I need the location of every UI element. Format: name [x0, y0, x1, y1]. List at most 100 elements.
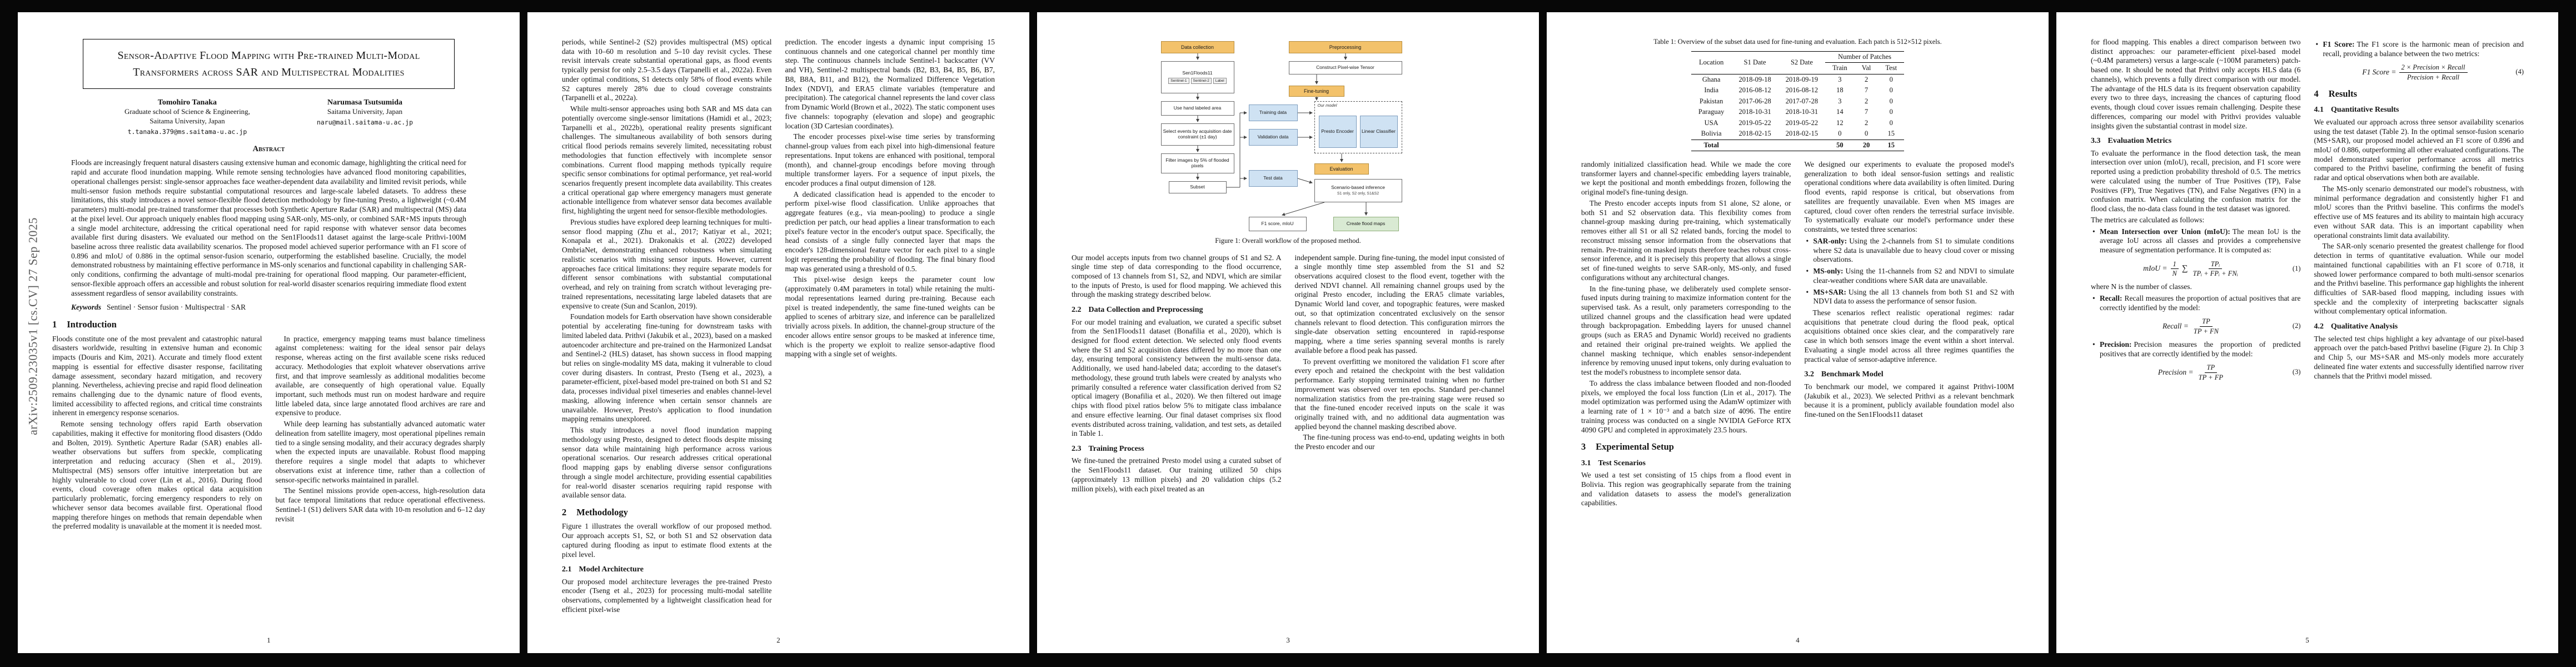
- author-2: Narumasa Tsutsumida Saitama University, …: [317, 98, 413, 136]
- cell: Ghana: [1702, 75, 1721, 83]
- cell: 0: [1838, 130, 1842, 137]
- cell: 2019-05-22: [1738, 118, 1771, 127]
- body-paragraph: To evaluate the performance in the flood…: [2091, 148, 2301, 213]
- flowchart-box-construct-tensor: Construct Pixel-wise Tensor: [1288, 61, 1402, 74]
- abstract-text: Floods are increasingly frequent natural…: [71, 158, 466, 297]
- flowchart-box-linear-classifier: Linear Classifier: [1359, 116, 1398, 148]
- flowchart-box-fine-tuning: Fine-tuning: [1288, 86, 1344, 97]
- cell: 2017-06-28: [1738, 97, 1771, 105]
- scenario-bullet-ms-sar: MS+SAR:Using the all 13 channels from bo…: [1805, 288, 2014, 306]
- page-number: 4: [1796, 635, 1800, 644]
- column-header: Val: [1854, 62, 1879, 74]
- body-paragraph: The Sentinel missions provide open-acces…: [275, 486, 486, 523]
- body-paragraph: We evaluated our approach across three s…: [2314, 117, 2524, 182]
- body-paragraph: The SAR-only scenario presented the grea…: [2314, 242, 2524, 316]
- two-column-text: randomly initialized classification head…: [1581, 160, 2014, 510]
- body-paragraph: The selected test chips highlight a key …: [2314, 334, 2524, 380]
- cell: 14: [1836, 108, 1843, 116]
- author-name: Tomohiro Tanaka: [157, 98, 217, 107]
- flowchart-label: Sen1Floods11: [1182, 69, 1213, 76]
- paper-page-2: periods, while Sentinel-2 (S2) provides …: [527, 12, 1029, 653]
- author-affiliation: Graduate school of Science & Engineering…: [124, 107, 250, 116]
- page-number: 1: [267, 635, 271, 644]
- body-paragraph: Our model accepts inputs from two channe…: [1072, 253, 1282, 299]
- flowchart-box-validation-data: Validation data: [1248, 129, 1298, 146]
- cell: 0: [1889, 75, 1893, 83]
- two-column-text: for flood mapping. This enables a direct…: [2091, 38, 2524, 386]
- table-1: Location S1 Date S2 Date Number of Patch…: [1691, 51, 1905, 152]
- body-paragraph: Floods constitute one of the most preval…: [52, 334, 262, 417]
- flowchart-box-presto-encoder: Presto Encoder: [1318, 116, 1357, 148]
- abstract-heading: Abstract: [252, 145, 285, 154]
- flowchart-box-evaluation: Evaluation: [1314, 163, 1369, 175]
- cell: 0: [1889, 118, 1893, 127]
- paper-page-3: Data collection Preprocessing Sen1Floods…: [1037, 12, 1539, 653]
- paper-page-5: for flood mapping. This enables a direct…: [2056, 12, 2558, 653]
- flowchart-box-select-events: Select events by acquisition date constr…: [1160, 123, 1234, 146]
- cell: 0: [1889, 97, 1893, 105]
- flowchart-box-filter-images: Filter images by 5% of flooded pixels: [1160, 153, 1234, 173]
- body-paragraph: The MS-only scenario demonstrated our mo…: [2314, 184, 2524, 240]
- flowchart-label: Our model: [1317, 103, 1337, 108]
- text-column-right: F1 Score:The F1 score is the harmonic me…: [2314, 38, 2524, 386]
- cell: 3: [1838, 75, 1842, 83]
- flowchart-box-create-flood-maps: Create flood maps: [1333, 217, 1399, 231]
- cell: 2: [1864, 75, 1869, 83]
- sen1floods11-components: Sentinel-1 Sentinel-2 Label: [1168, 77, 1227, 84]
- keywords-label: Keywords: [71, 303, 101, 312]
- metric-bullet-precision: Precision:Precision measures the proport…: [2091, 340, 2301, 359]
- page-number: 3: [1286, 635, 1290, 644]
- scenario-bullet-ms-only: MS-only:Using the 11-channels from S2 an…: [1805, 267, 2014, 285]
- figure-1-caption: Figure 1: Overall workflow of the propos…: [1215, 237, 1361, 245]
- cell: 2: [1864, 97, 1869, 105]
- body-paragraph: for flood mapping. This enables a direct…: [2091, 38, 2301, 130]
- text-column-left: periods, while Sentinel-2 (S2) provides …: [562, 38, 772, 616]
- flowchart-mini-sentinel1: Sentinel-1: [1168, 77, 1189, 84]
- column-group-header: Number of Patches: [1825, 51, 1905, 63]
- body-paragraph: Our proposed model architecture leverage…: [562, 577, 772, 614]
- paper-page-4: Table 1: Overview of the subset data use…: [1547, 12, 2049, 653]
- column-header: Train: [1825, 62, 1855, 74]
- flowchart-mini-label: Label: [1213, 77, 1227, 84]
- body-paragraph: These scenarios reflect realistic operat…: [1804, 308, 2015, 364]
- two-column-text: periods, while Sentinel-2 (S2) provides …: [562, 38, 995, 616]
- body-paragraph: To benchmark our model, we compared it a…: [1804, 382, 2015, 419]
- author-block: Tomohiro Tanaka Graduate school of Scien…: [52, 98, 485, 136]
- body-paragraph: Previous studies have explored deep lear…: [562, 217, 772, 310]
- column-header: Test: [1878, 62, 1905, 74]
- flowchart-box-scenario-inference: Scenario-based inference S1 only, S2 onl…: [1314, 179, 1402, 202]
- body-paragraph: The Presto encoder accepts inputs from S…: [1581, 198, 1791, 282]
- page-number: 2: [776, 635, 780, 644]
- body-paragraph: This study introduces a novel flood inun…: [562, 426, 772, 500]
- body-paragraph: Remote sensing technology offers rapid E…: [52, 420, 262, 531]
- flowchart-box-training-data: Training data: [1248, 104, 1298, 121]
- page-number: 5: [2305, 635, 2309, 644]
- cell: 2019-05-22: [1785, 118, 1818, 127]
- body-paragraph: periods, while Sentinel-2 (S2) provides …: [562, 38, 772, 102]
- two-column-text: Our model accepts inputs from two channe…: [1072, 253, 1504, 496]
- flowchart-box-test-data: Test data: [1248, 170, 1298, 187]
- body-paragraph: In practice, emergency mapping teams mus…: [275, 334, 486, 417]
- flowchart-box-hand-labeled: Use hand labeled area: [1160, 101, 1234, 116]
- flowchart-box-preprocessing: Preprocessing: [1288, 41, 1402, 53]
- flowchart-box-f1-miou: F1 score, mIoU: [1248, 217, 1307, 231]
- cell: 15: [1887, 130, 1895, 137]
- paper-title: Sensor-Adaptive Flood Mapping with Pre-t…: [117, 49, 420, 78]
- metric-bullet-recall: Recall:Recall measures the proportion of…: [2091, 294, 2301, 312]
- text-column-left: Floods constitute one of the most preval…: [52, 335, 262, 533]
- text-column-right: independent sample. During fine-tuning, …: [1295, 253, 1505, 496]
- cell: 20: [1854, 139, 1879, 151]
- cell: 0: [1889, 108, 1893, 116]
- body-paragraph: This pixel-wise design keeps the paramet…: [785, 275, 995, 359]
- flowchart-mini-sentinel2: Sentinel-2: [1190, 77, 1212, 84]
- author-1: Tomohiro Tanaka Graduate school of Scien…: [124, 98, 250, 136]
- body-paragraph: Foundation models for Earth observation …: [562, 312, 772, 424]
- cell: 0: [1889, 86, 1893, 94]
- cell: 7: [1864, 86, 1869, 94]
